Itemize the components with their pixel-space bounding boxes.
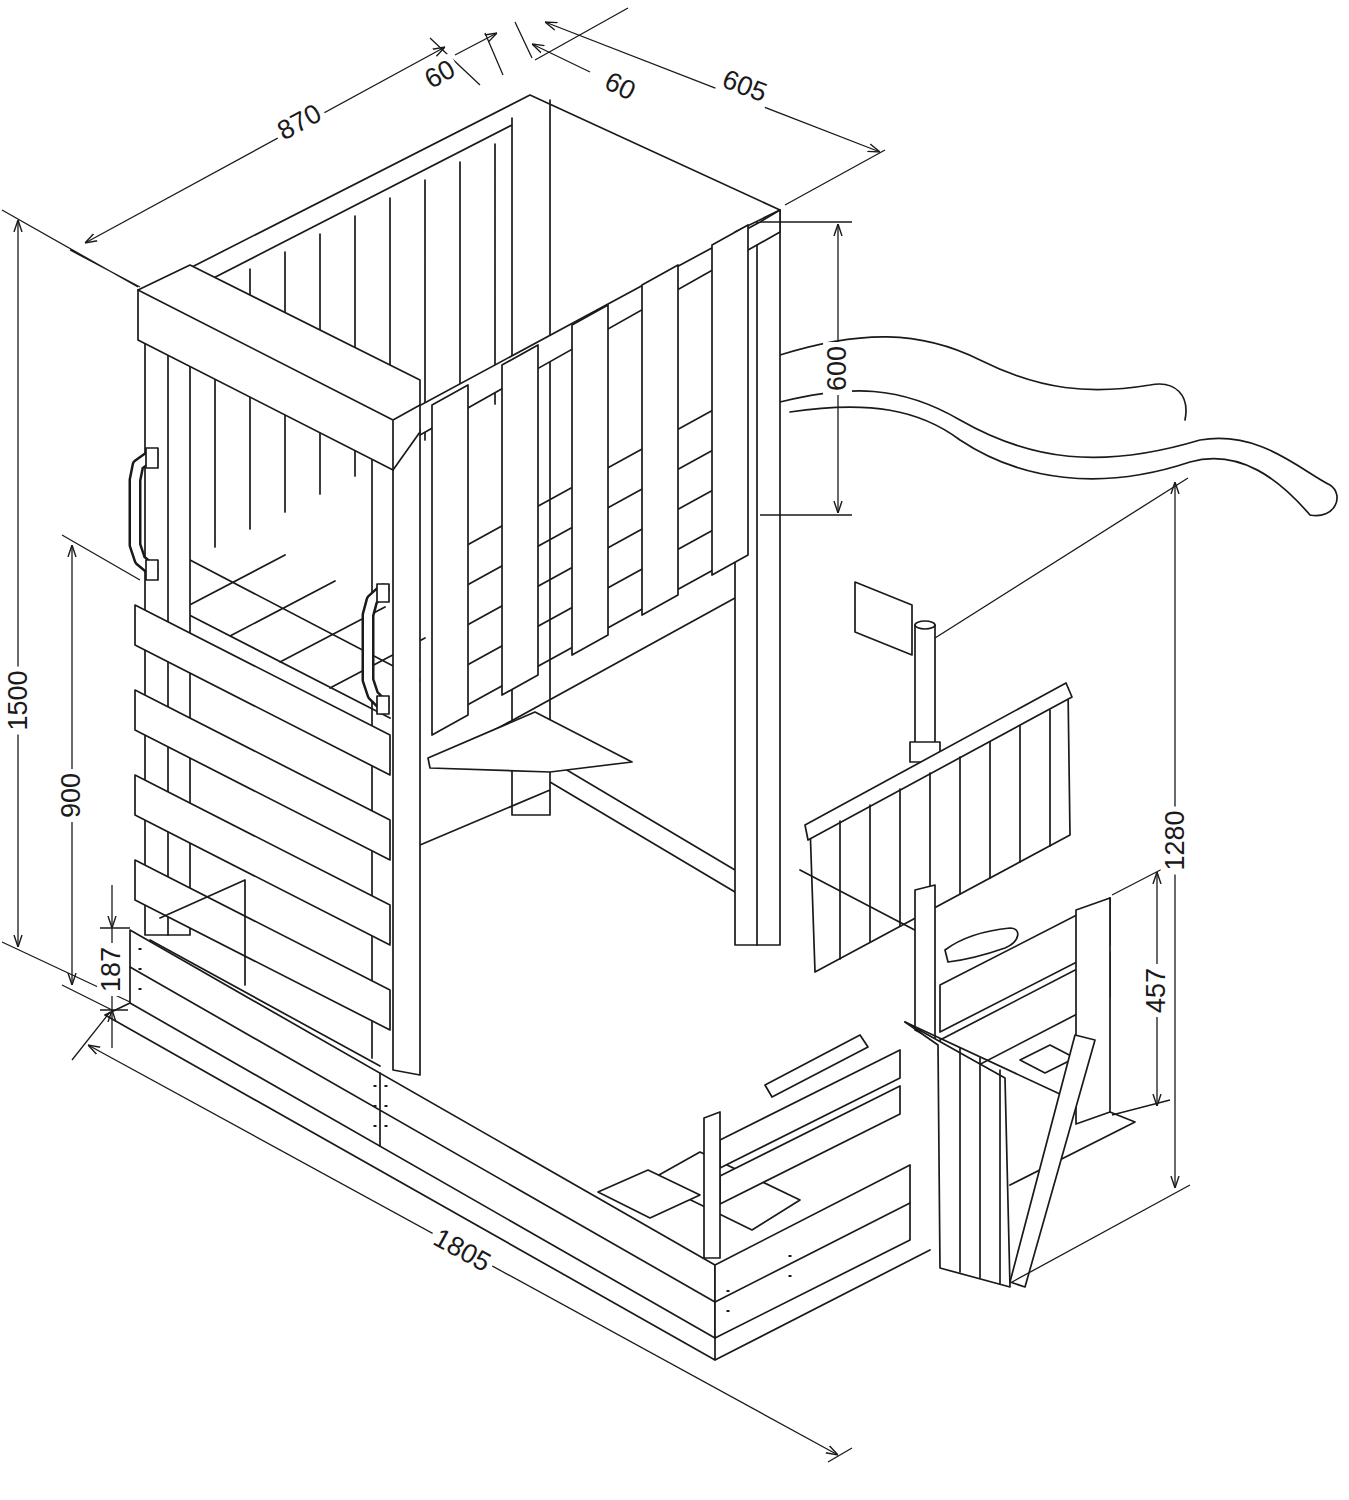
dimension-label: 1805	[425, 1221, 499, 1279]
slide-outline	[780, 337, 1337, 516]
screw-dots	[140, 948, 790, 1330]
handle-outline	[135, 455, 152, 570]
back-right-post-line	[756, 222, 758, 945]
wall-board	[572, 305, 608, 655]
dimension-line	[71, 545, 72, 985]
shoe	[945, 928, 1018, 962]
dimension-lines	[2, 8, 1190, 1462]
right-front-post	[393, 430, 420, 1075]
dimension-line	[17, 220, 18, 947]
dimension-label: 900	[58, 768, 87, 821]
grab-handles	[135, 448, 389, 714]
front-top-beam-line	[138, 290, 420, 470]
dimension-label: 1500	[4, 666, 33, 734]
wall-board	[642, 265, 678, 615]
panel-board-lines	[840, 710, 1050, 959]
handle-outline	[368, 590, 383, 705]
dimension-label: 1280	[1160, 806, 1189, 874]
dimension-label: 457	[1143, 963, 1172, 1016]
dimension-line	[532, 44, 590, 72]
slide	[780, 337, 1337, 516]
board-lines	[105, 940, 930, 1360]
corner-seat	[428, 712, 632, 772]
sandbox	[105, 870, 1135, 1360]
handle-fill	[368, 590, 383, 705]
front-top-beam	[138, 265, 420, 470]
dimension-label: 187	[98, 942, 127, 995]
dimension-label: 870	[270, 97, 330, 148]
dimension-line	[111, 885, 112, 928]
dimension-line	[85, 47, 445, 243]
flag-pole-top	[915, 621, 935, 629]
flag	[855, 582, 912, 655]
bench-post	[704, 1112, 720, 1258]
dimension-line	[455, 33, 497, 55]
side-board	[715, 1165, 910, 1338]
bow-post	[915, 885, 935, 1040]
handle-mount	[146, 448, 389, 714]
bow-board-lines	[905, 1022, 1062, 1284]
panel-top-rail	[805, 683, 1072, 840]
dimension-label: 600	[824, 341, 853, 394]
dimension-line	[88, 1045, 838, 1455]
panel-board	[810, 688, 1070, 972]
wall-board	[712, 225, 748, 575]
dimension-line	[545, 22, 880, 152]
side-wall-boards	[428, 225, 748, 772]
sign-panel	[805, 582, 1072, 972]
tiller	[1010, 1035, 1095, 1287]
dimension-line	[111, 1010, 112, 1048]
dimension-label: 60	[597, 65, 644, 108]
handle-fill	[135, 455, 152, 570]
extension-line	[2, 8, 1190, 1462]
boat-bow	[905, 885, 1095, 1287]
flag-pole	[915, 625, 935, 745]
dimension-label: 605	[715, 63, 775, 109]
dimension-label: 60	[416, 52, 463, 96]
wall-board	[432, 385, 468, 735]
wall-board	[502, 345, 538, 695]
bow-hull	[905, 1022, 1010, 1287]
